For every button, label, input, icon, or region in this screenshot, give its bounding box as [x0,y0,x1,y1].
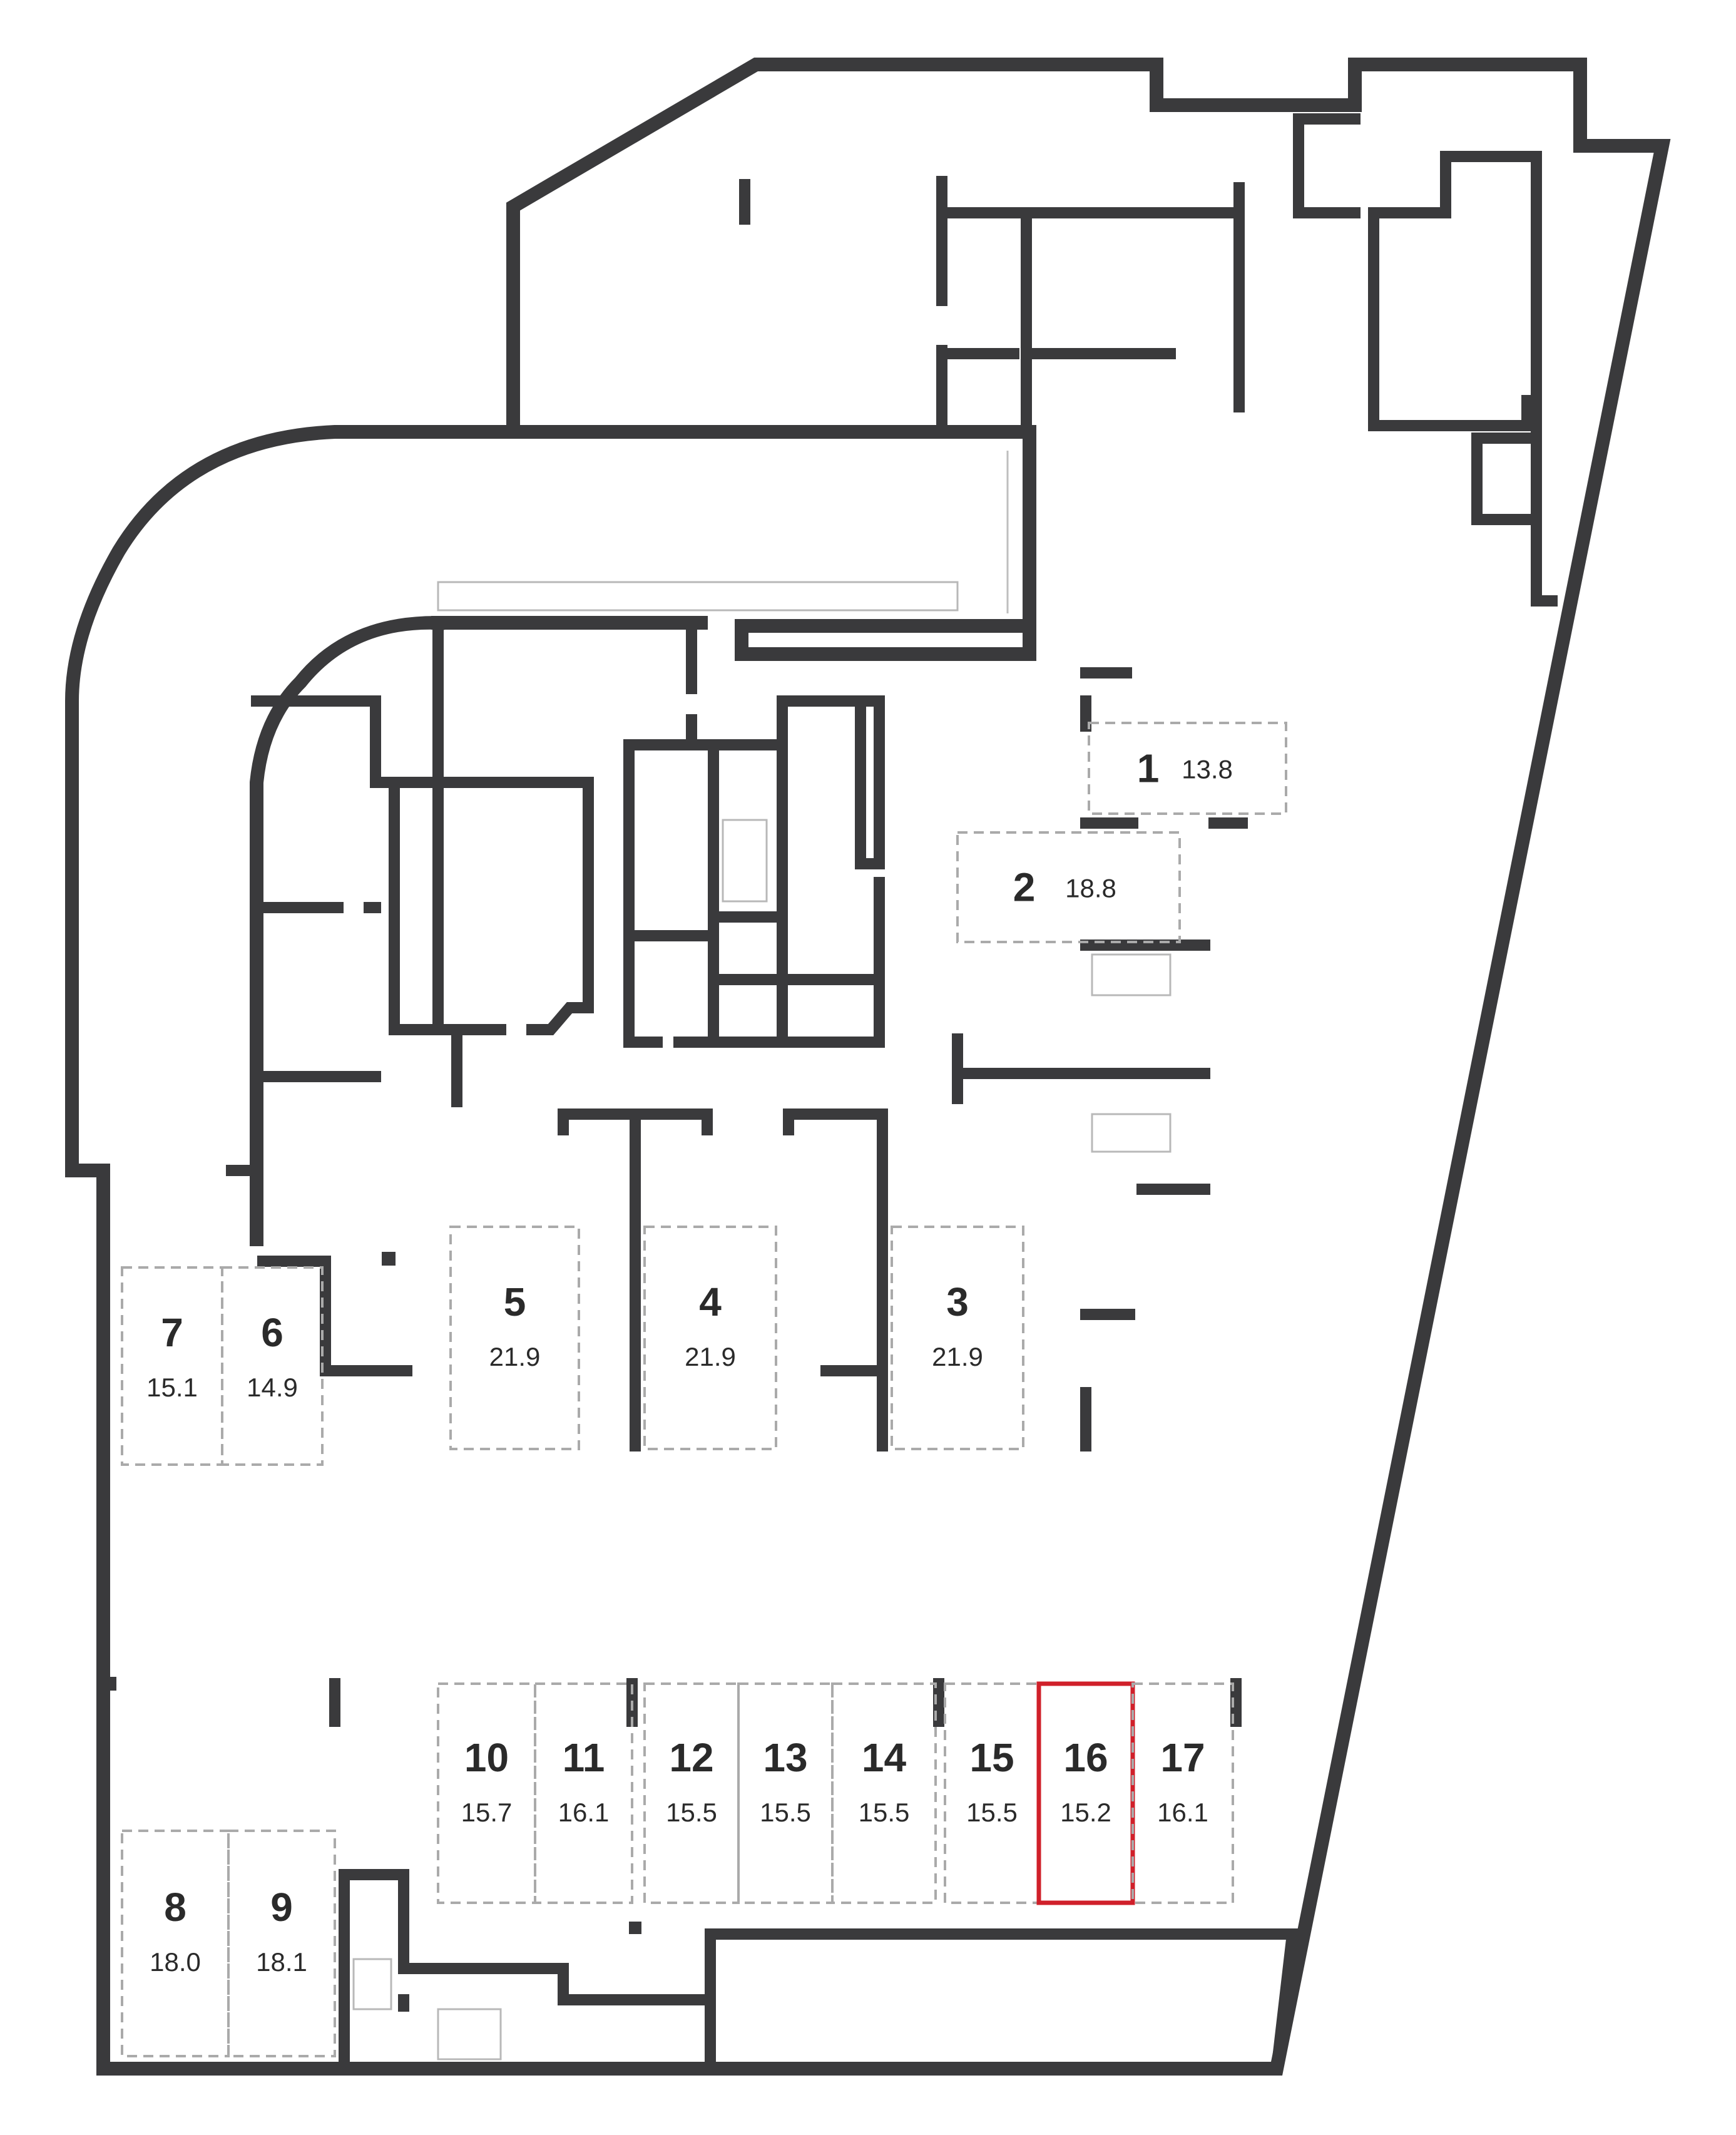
parking-spot-17[interactable]: 17 16.1 [1131,1682,1234,1904]
spot-number: 17 [1160,1735,1205,1780]
parking-spot-11[interactable]: 11 16.1 [534,1682,633,1904]
spot-area: 15.1 [146,1373,198,1402]
spot-number: 16 [1063,1735,1108,1780]
spot-number: 2 [1013,865,1036,910]
spot-outline [944,1682,1040,1904]
parking-spot-9[interactable]: 918.1 [227,1830,336,2057]
spot-outline [121,1266,223,1466]
spot-number: 13 [763,1735,807,1780]
upper-rooms [739,113,1558,607]
spot-area: 13.8 [1182,755,1233,784]
spot-number: 1 [1137,746,1160,791]
spot-area: 16.1 [1157,1798,1208,1827]
parking-spot-16[interactable]: 16 15.2 [1036,1681,1135,1905]
spot-outline [227,1830,336,2057]
spot-area: 21.9 [685,1342,736,1371]
parking-spot-15[interactable]: 15 15.5 [944,1682,1040,1904]
parking-spot-5[interactable]: 521.9 [449,1226,580,1450]
spot-outline [891,1226,1024,1450]
parking-spot-8[interactable]: 818.0 [121,1830,230,2057]
spot-area: 15.2 [1060,1798,1111,1827]
spot-number: 11 [563,1735,605,1780]
parking-spot-10[interactable]: 10 15.7 [437,1682,536,1904]
spot-area: 15.5 [859,1798,910,1827]
spot-outline [643,1682,740,1904]
spot-number: 3 [946,1279,969,1324]
spot-number: 10 [464,1735,509,1780]
spot-outline [831,1682,937,1904]
ramp-walls [250,425,1036,1246]
spot-number: 6 [261,1310,283,1355]
spot-outline [221,1266,324,1466]
spot-area: 18.0 [150,1947,201,1977]
spot-area: 15.5 [966,1798,1018,1827]
parking-spot-14[interactable]: 14 15.5 [831,1682,937,1904]
parking-spot-3[interactable]: 321.9 [891,1226,1024,1450]
spot-outline [534,1682,633,1904]
parking-spot-12[interactable]: 12 15.5 [643,1682,740,1904]
spot-outline [956,831,1181,943]
spot-outline [437,1682,536,1904]
spot-number: 15 [969,1735,1014,1780]
spot-area: 18.8 [1065,874,1116,903]
spot-area: 18.1 [256,1947,307,1977]
spot-outline [1088,722,1287,815]
parking-spot-6[interactable]: 614.9 [221,1266,324,1466]
core-rooms [226,620,888,1451]
spot-outline [121,1830,230,2057]
outer-walls [65,58,1671,2076]
parking-spot-13[interactable]: 13 15.5 [737,1682,834,1904]
spot-area: 16.1 [558,1798,610,1827]
spot-number: 4 [699,1279,722,1324]
spot-number: 14 [862,1735,907,1780]
right-elements [382,667,1248,1451]
spot-number: 5 [504,1279,526,1324]
spot-outline [737,1682,834,1904]
spot-outline [1131,1682,1234,1904]
spot-number: 12 [669,1735,713,1780]
parking-spot-4[interactable]: 421.9 [643,1226,777,1450]
spot-area: 14.9 [247,1373,298,1402]
spot-outline [449,1226,580,1450]
spot-area: 15.5 [666,1798,717,1827]
parking-spot-7[interactable]: 715.1 [121,1266,223,1466]
spot-area: 21.9 [489,1342,541,1371]
spot-area: 21.9 [932,1342,983,1371]
spot-area: 15.5 [760,1798,811,1827]
spot-outline [1036,1681,1135,1905]
spot-outline [643,1226,777,1450]
spot-number: 7 [161,1310,183,1355]
spot-number: 8 [164,1885,186,1930]
spot-number: 9 [270,1885,293,1930]
spot-area: 15.7 [461,1798,513,1827]
